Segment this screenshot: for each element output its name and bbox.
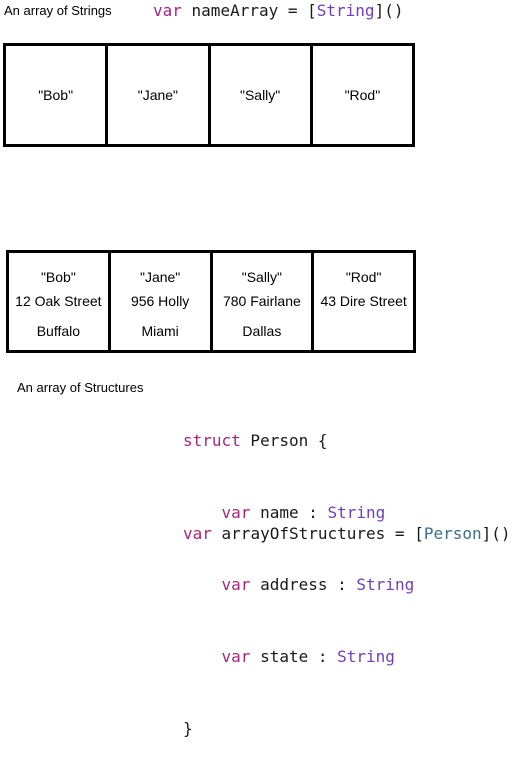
strings-caption: An array of Strings <box>4 3 112 18</box>
string-cell: "Bob" <box>6 46 109 144</box>
struct-state: Buffalo <box>36 323 81 339</box>
string-cell: "Rod" <box>344 87 381 103</box>
code-keyword: var <box>221 575 251 594</box>
struct-cell: "Jane" 956 Holly Miami <box>111 253 213 350</box>
code-keyword: var <box>153 1 182 20</box>
struct-address: 956 Holly <box>130 293 190 309</box>
code-keyword: var <box>221 647 251 666</box>
code-text: arrayOfStructures = [ <box>211 524 424 543</box>
string-array-code: var nameArray = [String]() <box>153 1 403 20</box>
struct-address: 780 Fairlane <box>222 293 301 309</box>
code-keyword: var <box>221 503 251 522</box>
code-text: name : <box>250 503 328 522</box>
struct-array-diagram: "Bob" 12 Oak Street Buffalo "Jane" 956 H… <box>6 250 416 353</box>
struct-cell: "Rod" 43 Dire Street <box>314 253 413 350</box>
struct-name: "Sally" <box>241 269 283 285</box>
code-line: var name : String <box>183 501 414 525</box>
structures-caption: An array of Structures <box>17 380 144 395</box>
string-cell: "Jane" <box>108 46 211 144</box>
struct-state: Miami <box>141 323 179 339</box>
struct-cell: "Sally" 780 Fairlane Dallas <box>213 253 315 350</box>
code-text: nameArray = [ <box>181 1 317 20</box>
struct-definition-code: struct Person { var name : String var ad… <box>183 381 414 765</box>
code-text: Person { <box>240 431 328 450</box>
struct-name: "Rod" <box>345 269 382 285</box>
code-line: struct Person { <box>183 429 414 453</box>
code-keyword: struct <box>183 431 241 450</box>
struct-cell: "Bob" 12 Oak Street Buffalo <box>9 253 111 350</box>
string-cell: "Sally" <box>211 46 313 144</box>
code-line: var address : String <box>183 573 415 597</box>
struct-name: "Jane" <box>139 269 181 285</box>
code-line: var state : String <box>183 645 414 669</box>
code-type: String <box>316 1 375 20</box>
code-type: String <box>337 647 395 666</box>
code-keyword: var <box>183 524 212 543</box>
struct-state: Dallas <box>242 323 282 339</box>
code-text: address : <box>250 575 357 594</box>
string-array-diagram: "Bob" "Jane" "Sally" "Rod" <box>3 43 415 147</box>
code-line: } <box>183 719 193 738</box>
struct-address: 43 Dire Street <box>320 293 407 309</box>
code-text: ]() <box>374 1 404 20</box>
code-type: String <box>356 575 415 594</box>
struct-name: "Bob" <box>40 269 76 285</box>
code-type: Person <box>423 524 482 543</box>
struct-array-code: var arrayOfStructures = [Person]() <box>183 524 511 543</box>
struct-address: 12 Oak Street <box>15 293 102 309</box>
code-text: state : <box>250 647 338 666</box>
code-text: ]() <box>481 524 511 543</box>
code-type: String <box>327 503 386 522</box>
